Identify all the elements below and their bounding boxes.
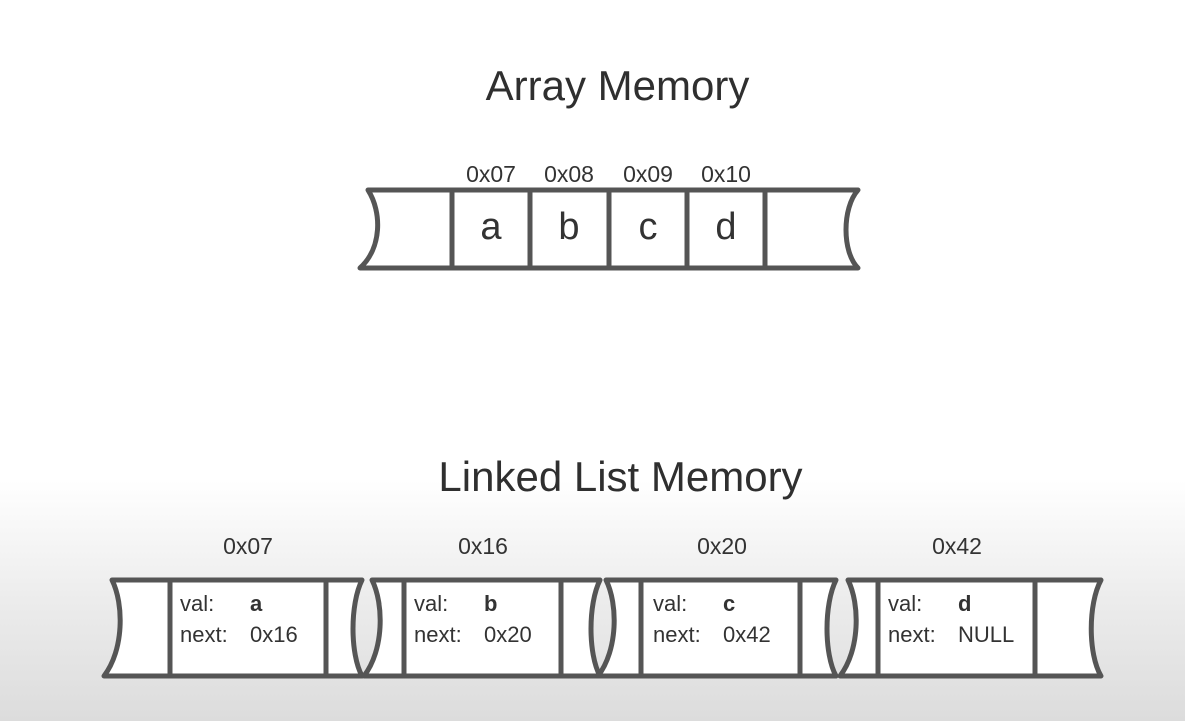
list-node-val-value: b: [484, 591, 497, 616]
list-node-val-value: a: [250, 591, 263, 616]
list-node-val-label: val:: [414, 591, 448, 616]
array-cell-address: 0x08: [544, 161, 594, 187]
list-node-next-label: next:: [888, 622, 936, 647]
list-node-next-label: next:: [653, 622, 701, 647]
list-segment-outline: [595, 577, 839, 679]
array-cell-address: 0x07: [466, 161, 516, 187]
list-node-val-value: d: [958, 591, 971, 616]
list-node-address: 0x42: [932, 533, 982, 559]
list-node-address: 0x16: [458, 533, 508, 559]
list-node-next-value: 0x42: [723, 622, 771, 647]
array-cell-value: d: [715, 206, 736, 248]
array-cell-value: c: [639, 206, 658, 248]
array-cell-address: 0x09: [623, 161, 673, 187]
list-labels: 0x07 val: a next: 0x16 0x16 val: b next: 0x20 0x20…: [180, 533, 1014, 647]
list-node-address: 0x07: [223, 533, 273, 559]
array-strip: [357, 187, 861, 271]
list-node-next-label: next:: [180, 622, 228, 647]
list-strip: [101, 577, 1104, 679]
array-cell-value: a: [480, 206, 502, 248]
list-node-val-value: c: [723, 591, 735, 616]
linked-list-memory-title: Linked List Memory: [438, 453, 803, 500]
array-memory-title: Array Memory: [485, 62, 750, 109]
list-segment-outline: [101, 577, 365, 679]
list-node-next-value: 0x16: [250, 622, 298, 647]
list-segment-outline: [361, 577, 603, 679]
list-node-val-label: val:: [653, 591, 687, 616]
list-node-address: 0x20: [697, 533, 747, 559]
array-cell-address: 0x10: [701, 161, 751, 187]
array-labels: 0x07 a 0x08 b 0x09 c 0x10 d: [466, 161, 751, 248]
array-cell-value: b: [558, 206, 579, 248]
list-node-next-value: NULL: [958, 622, 1014, 647]
list-node-next-value: 0x20: [484, 622, 532, 647]
list-node-val-label: val:: [888, 591, 922, 616]
list-node-next-label: next:: [414, 622, 462, 647]
list-node-val-label: val:: [180, 591, 214, 616]
